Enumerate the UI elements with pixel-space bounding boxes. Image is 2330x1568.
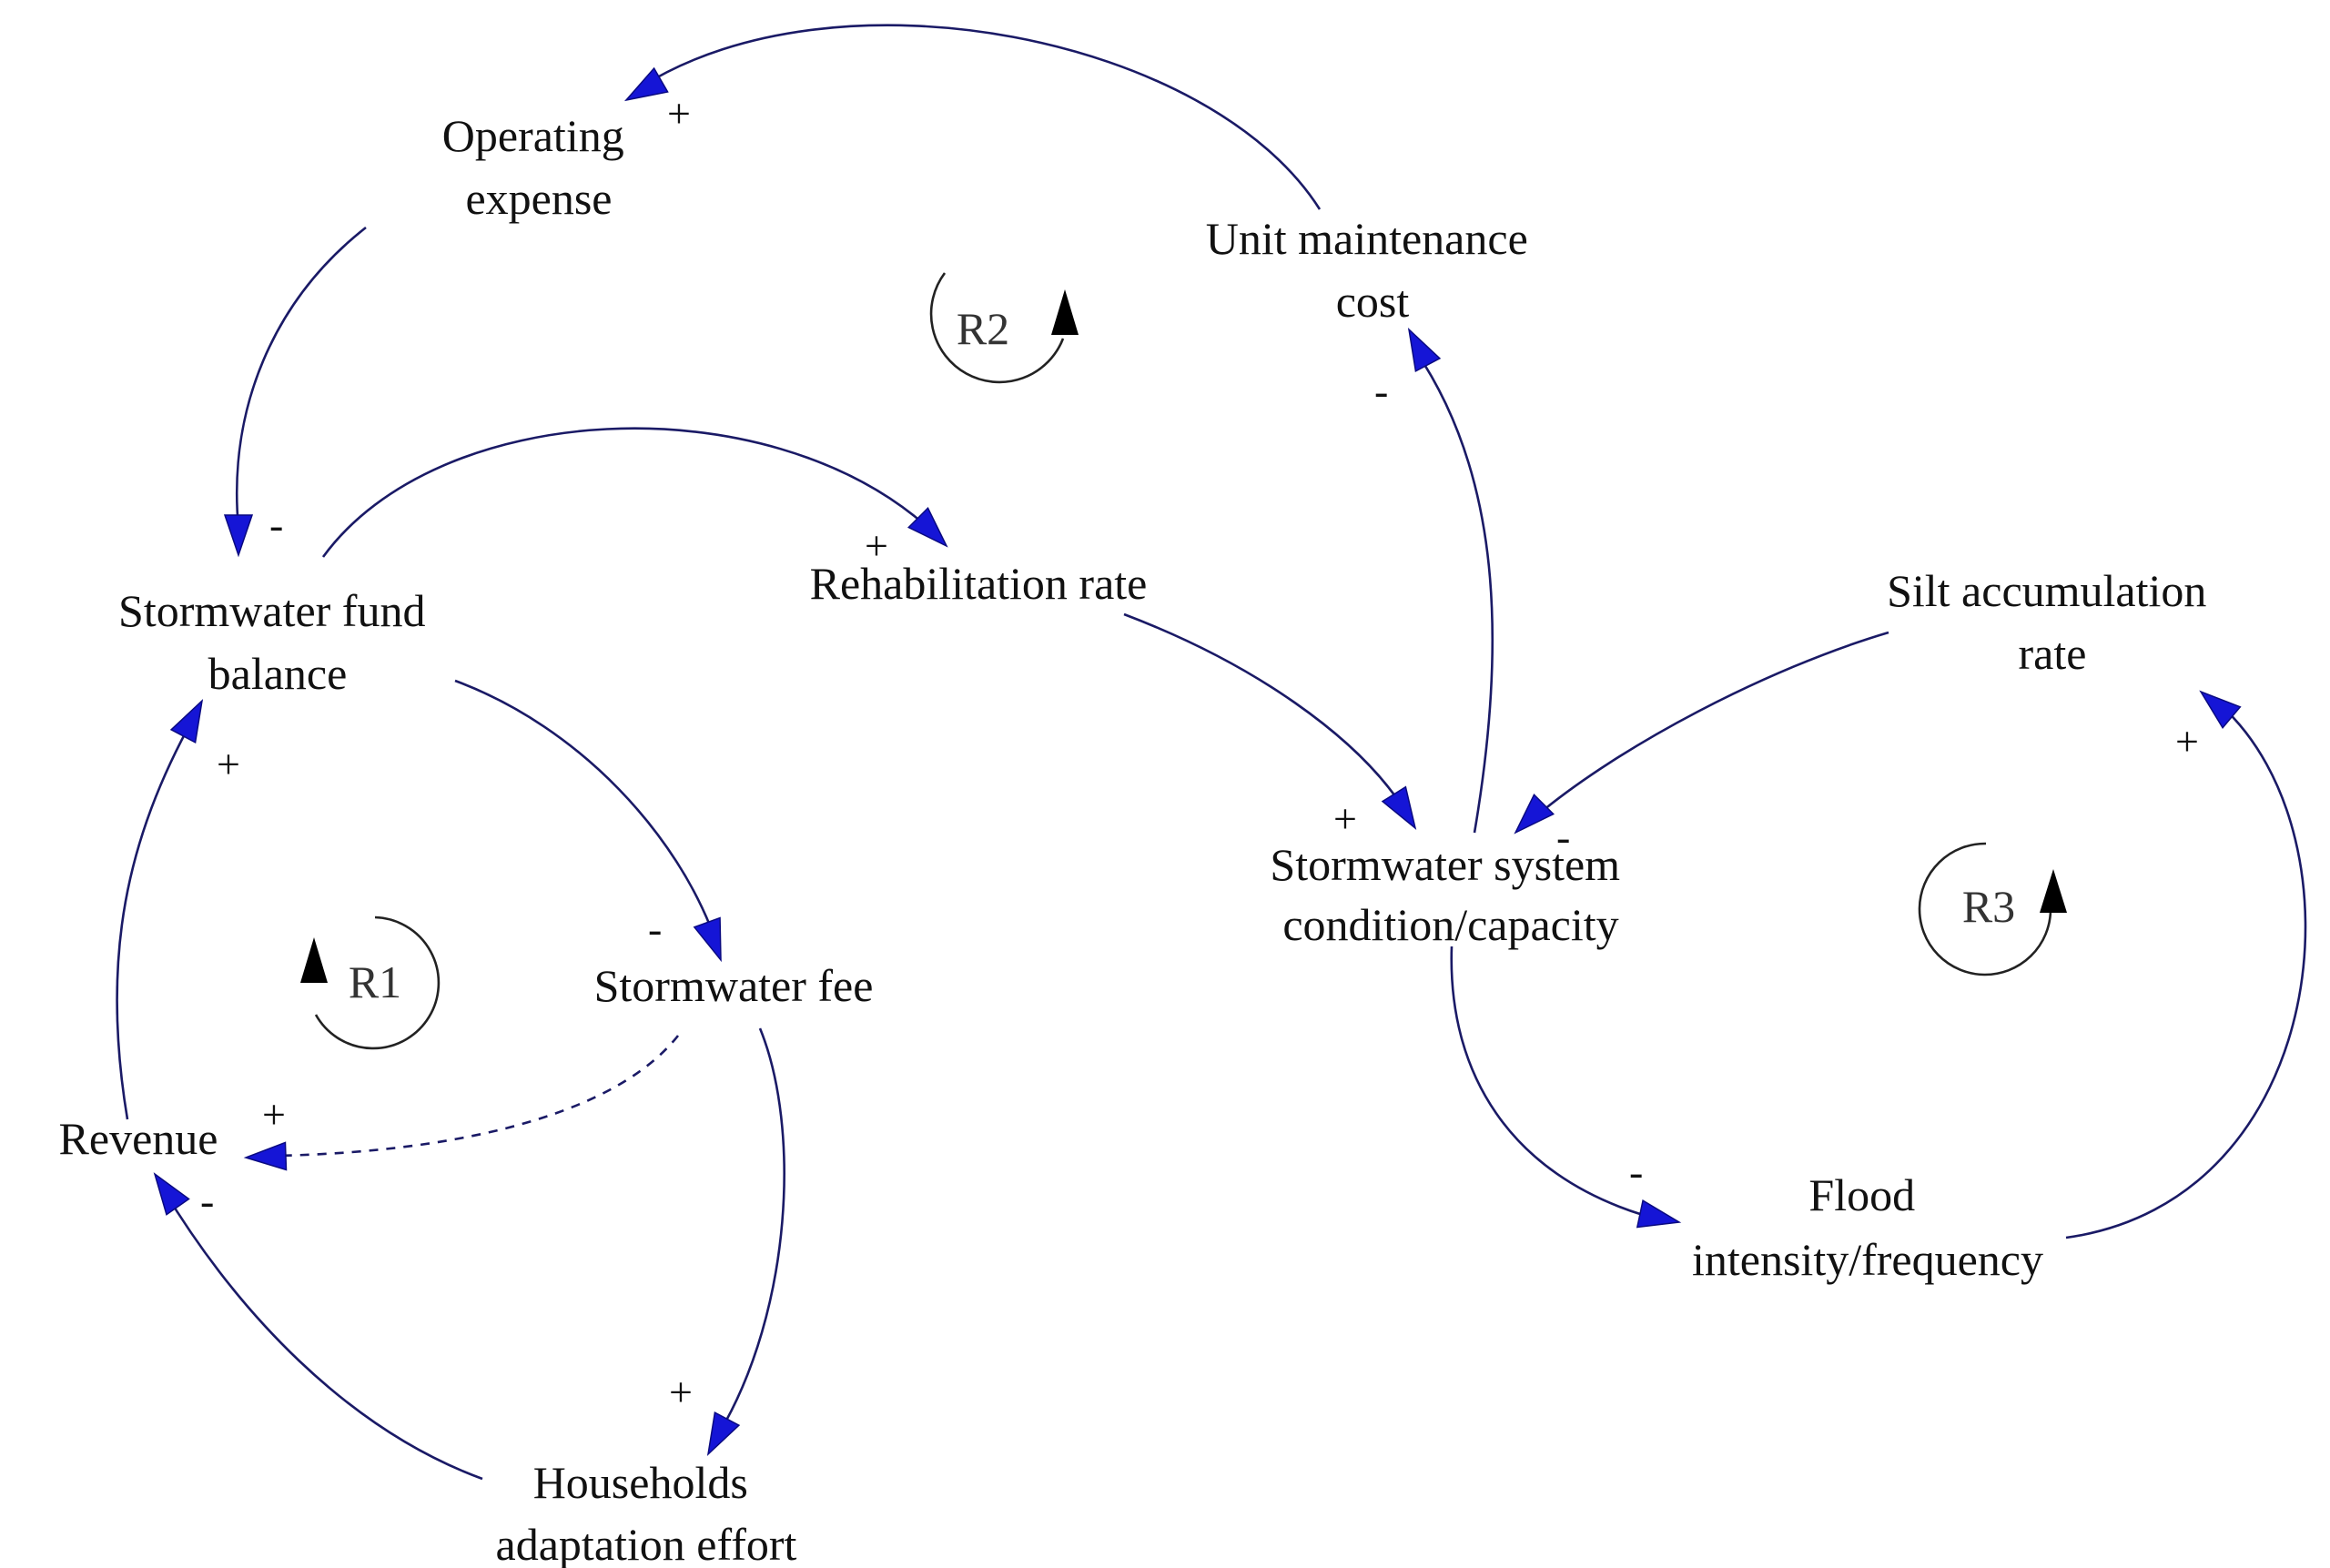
arrowhead-rehabilitation — [907, 507, 948, 548]
loop-r2-label: R2 — [957, 303, 1009, 354]
link-fee-to-revenue — [277, 1035, 680, 1158]
loop-r3-arc — [1918, 842, 2052, 976]
node-stormwater-fee: Stormwater fee — [594, 960, 874, 1011]
sign-fee-to-households: + — [669, 1369, 693, 1415]
sign-silt-to-system: - — [1556, 814, 1570, 860]
sign-system-to-unit-maintenance: - — [1374, 368, 1388, 414]
arrowheads — [153, 66, 2242, 1457]
node-fund-balance-line2: balance — [208, 648, 348, 699]
node-stormwater-system-condition: Stormwater system condition/capacity — [1270, 839, 1631, 950]
node-operating-expense: Operating expense — [442, 110, 635, 224]
node-fund-balance-line1: Stormwater fund — [118, 585, 425, 636]
node-system-line2: condition/capacity — [1282, 899, 1618, 950]
loop-r3-label: R3 — [1962, 881, 2015, 932]
arrowhead-fund-balance-bottom — [169, 698, 204, 744]
arrowhead-unit-maintenance — [1407, 327, 1442, 373]
node-operating-expense-line2: expense — [465, 173, 612, 224]
link-silt-to-system — [1537, 631, 1889, 815]
causal-links — [116, 24, 2307, 1481]
variables: Operating expense Unit maintenance cost … — [59, 110, 2218, 1568]
loop-r1: R1 — [300, 916, 441, 1050]
node-unit-maintenance-cost-line1: Unit maintenance — [1206, 213, 1528, 264]
sign-fund-balance-to-fee: - — [648, 905, 662, 952]
sign-fee-to-revenue: + — [262, 1091, 286, 1138]
loop-r1-label: R1 — [349, 956, 401, 1007]
node-stormwater-fund-balance: Stormwater fund balance — [118, 585, 437, 699]
loop-r3: R3 — [1918, 842, 2067, 976]
node-stormwater-fee-line1: Stormwater fee — [594, 960, 874, 1011]
link-fund-balance-to-fee — [454, 679, 716, 938]
node-unit-maintenance-cost-line2: cost — [1336, 276, 1410, 327]
loop-indicators: R2 R1 R3 — [300, 272, 2067, 1050]
sign-rehab-to-system: + — [1333, 795, 1357, 842]
loop-r2-arrow-icon — [1051, 289, 1079, 335]
polarity-signs: + - + + - - - + - + + - + — [200, 90, 2199, 1415]
link-system-to-unit-maintenance — [1413, 349, 1494, 834]
link-unit-maintenance-to-operating-expense — [641, 24, 1322, 210]
link-flood-to-silt — [2065, 704, 2307, 1239]
arrowhead-system-from-silt — [1514, 794, 1555, 835]
node-unit-maintenance-cost: Unit maintenance cost — [1206, 213, 1540, 327]
sign-system-to-flood: - — [1629, 1148, 1643, 1195]
node-households-line1: Households — [533, 1457, 748, 1508]
node-operating-expense-line1: Operating — [442, 110, 624, 161]
sign-unit-maintenance-to-operating: + — [667, 90, 691, 137]
node-silt-accumulation-rate: Silt accumulation rate — [1887, 565, 2218, 679]
node-flood-line1: Flood — [1808, 1169, 1915, 1220]
arrowhead-flood — [1636, 1199, 1682, 1229]
sign-operating-to-fund-balance: - — [269, 501, 283, 548]
sign-flood-to-silt: + — [2175, 718, 2199, 764]
node-system-line1: Stormwater system — [1270, 839, 1620, 890]
link-fund-balance-to-rehabilitation — [321, 427, 929, 558]
node-silt-line2: rate — [2019, 628, 2087, 679]
node-flood-line2: intensity/frequency — [1692, 1234, 2043, 1285]
node-silt-line1: Silt accumulation — [1887, 565, 2206, 616]
arrowhead-fund-balance-top — [223, 514, 254, 558]
node-flood-intensity: Flood intensity/frequency — [1692, 1169, 2043, 1285]
link-revenue-to-fund-balance — [116, 716, 196, 1120]
arrowhead-silt-accumulation — [2199, 690, 2242, 730]
arrowhead-system-from-rehab — [1381, 785, 1417, 830]
arrowhead-operating-expense — [623, 66, 669, 102]
sign-fund-balance-to-rehab: + — [865, 522, 888, 569]
loop-r3-arrow-icon — [2040, 869, 2067, 913]
sign-revenue-to-fund-balance: + — [217, 741, 240, 787]
node-rehabilitation-rate: Rehabilitation rate — [810, 558, 1148, 609]
arrowhead-revenue-from-fee — [243, 1141, 288, 1171]
node-households-adaptation: Households adaptation effort — [496, 1457, 797, 1568]
link-system-to-flood — [1450, 946, 1644, 1217]
arrowhead-stormwater-fee — [693, 916, 722, 963]
arrowhead-households — [706, 1411, 741, 1457]
link-operating-expense-to-fund-balance — [235, 226, 367, 529]
link-fee-to-households — [717, 1027, 785, 1434]
loop-r1-arc — [314, 916, 441, 1050]
loop-r2-arc — [929, 272, 1065, 384]
loop-r2: R2 — [929, 272, 1079, 384]
arrowhead-revenue-from-households — [153, 1172, 190, 1216]
sign-households-to-revenue: - — [200, 1178, 214, 1224]
link-households-to-revenue — [162, 1189, 483, 1481]
node-households-line2: adaptation effort — [496, 1519, 797, 1568]
node-revenue: Revenue — [59, 1113, 218, 1164]
node-rehabilitation-rate-line1: Rehabilitation rate — [810, 558, 1148, 609]
node-revenue-line1: Revenue — [59, 1113, 218, 1164]
loop-r1-arrow-icon — [300, 937, 328, 983]
link-rehabilitation-to-system — [1123, 612, 1403, 806]
